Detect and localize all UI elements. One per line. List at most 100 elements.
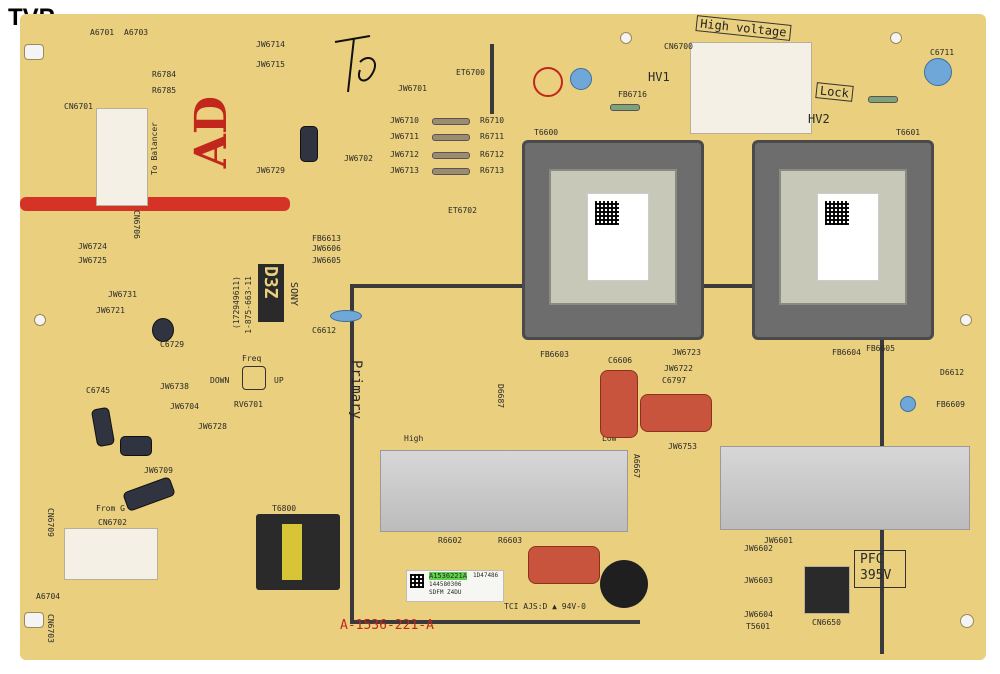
ref-rv6701: RV6701 <box>234 400 263 409</box>
ref-fb6605: FB6605 <box>866 344 895 353</box>
compliance-mark: TCI AJS:D ▲ 94V-0 <box>504 602 586 611</box>
film-capacitor <box>640 394 712 432</box>
transformer-t6800 <box>256 514 340 590</box>
film-capacitor <box>600 370 638 438</box>
ref-jw6709: JW6709 <box>144 466 173 475</box>
ref-et6700: ET6700 <box>456 68 485 77</box>
qr-code <box>595 201 619 225</box>
ref-jw6738: JW6738 <box>160 382 189 391</box>
sticker-line2: 144580306 <box>429 581 462 588</box>
electrolytic-capacitor <box>300 126 318 162</box>
ref-a6667: A6667 <box>632 454 641 479</box>
ref-c6612: C6612 <box>312 326 337 335</box>
up-label: UP <box>274 376 284 385</box>
mounting-hole <box>960 614 974 628</box>
resistor <box>432 168 470 175</box>
resistor <box>610 104 640 111</box>
ref-jw6601: JW6601 <box>764 536 793 545</box>
ref-cn6702: CN6702 <box>98 518 127 527</box>
mounting-hole <box>24 44 44 60</box>
sub-number: 1-875-663-11 <box>244 276 253 334</box>
ref-cn6700: CN6700 <box>664 42 693 51</box>
transformer-core <box>779 169 907 305</box>
pfc-voltage: 395V <box>860 568 892 583</box>
barcode-sticker: A1536221A 1D47486 144580306 SDFM Z4DU <box>406 570 504 602</box>
ref-d6687: D6687 <box>496 384 505 409</box>
ref-r6711: R6711 <box>480 132 505 141</box>
ref-jw6714: JW6714 <box>256 40 285 49</box>
ceramic-capacitor <box>924 58 952 86</box>
sticker-line3: SDFM Z4DU <box>429 589 462 596</box>
connector-cn6702 <box>64 528 158 580</box>
red-ink-scribble <box>533 67 563 97</box>
connector-cn6701 <box>96 108 148 206</box>
hv1-label: HV1 <box>648 70 670 84</box>
ref-fb6613: FB6613 <box>312 234 341 243</box>
ref-fb6609: FB6609 <box>936 400 965 409</box>
electrolytic-capacitor <box>152 318 174 342</box>
qr-code <box>825 201 849 225</box>
ref-jw6702: JW6702 <box>344 154 373 163</box>
ref-jw6712: JW6712 <box>390 150 419 159</box>
ref-jw6753: JW6753 <box>668 442 697 451</box>
ref-jw6724: JW6724 <box>78 242 107 251</box>
electrolytic-capacitor <box>120 436 152 456</box>
ref-r6602: R6602 <box>438 536 463 545</box>
ref-jw6713: JW6713 <box>390 166 419 175</box>
transformer-core <box>282 524 302 580</box>
mounting-hole <box>890 32 902 44</box>
pfc-box <box>854 550 906 588</box>
ref-c6606: C6606 <box>608 356 633 365</box>
high-voltage-label: High voltage <box>695 15 792 41</box>
ref-jw6728: JW6728 <box>198 422 227 431</box>
mounting-hole <box>960 314 972 326</box>
ref-t6601: T6601 <box>896 128 921 137</box>
ref-r6603: R6603 <box>498 536 523 545</box>
ref-jw6604: JW6604 <box>744 610 773 619</box>
resistor <box>432 152 470 159</box>
ref-jw6731: JW6731 <box>108 290 137 299</box>
resistor <box>432 118 470 125</box>
handwritten-mark <box>334 35 376 93</box>
ref-a6701: A6701 <box>90 28 115 37</box>
mounting-hole <box>620 32 632 44</box>
ref-t6600: T6600 <box>534 128 559 137</box>
film-capacitor <box>528 546 600 584</box>
ref-c6797: C6797 <box>662 376 687 385</box>
transformer-t6600 <box>522 140 704 340</box>
electrolytic-capacitor <box>90 406 116 448</box>
model-label: D3Z <box>260 266 281 299</box>
from-g-label: From G <box>96 504 125 513</box>
ceramic-capacitor <box>900 396 916 412</box>
mounting-hole <box>34 314 46 326</box>
ref-r6785: R6785 <box>152 86 177 95</box>
ref-cn6706: CN6706 <box>132 210 141 239</box>
ref-r6713: R6713 <box>480 166 505 175</box>
trimmer-rv6701 <box>242 366 266 390</box>
ref-jw6704: JW6704 <box>170 402 199 411</box>
ref-c6745: C6745 <box>86 386 111 395</box>
primary-label: Primary <box>348 360 364 420</box>
ref-jw6605: JW6605 <box>312 256 341 265</box>
ref-jw6602: JW6602 <box>744 544 773 553</box>
resistor <box>432 134 470 141</box>
ref-fb6603: FB6603 <box>540 350 569 359</box>
resistor <box>868 96 898 103</box>
ref-c6711: C6711 <box>930 48 955 57</box>
connector-cn6650 <box>804 566 850 614</box>
brand-label: SONY <box>288 282 299 307</box>
ref-jw6603: JW6603 <box>744 576 773 585</box>
ceramic-capacitor <box>570 68 592 90</box>
ref-fb6604: FB6604 <box>832 348 861 357</box>
part-number: A-1536-221-A <box>340 618 434 633</box>
ref-r6712: R6712 <box>480 150 505 159</box>
red-ink-marks: AD <box>186 96 237 169</box>
ref-t6800: T6800 <box>272 504 297 513</box>
ref-c6729: C6729 <box>160 340 185 349</box>
inductor <box>600 560 648 608</box>
model-label-box <box>258 264 284 322</box>
ref-cn6709: CN6709 <box>46 508 55 537</box>
sticker-code: A1536221A <box>429 572 467 580</box>
mounting-hole <box>24 612 44 628</box>
ref-jw6721: JW6721 <box>96 306 125 315</box>
